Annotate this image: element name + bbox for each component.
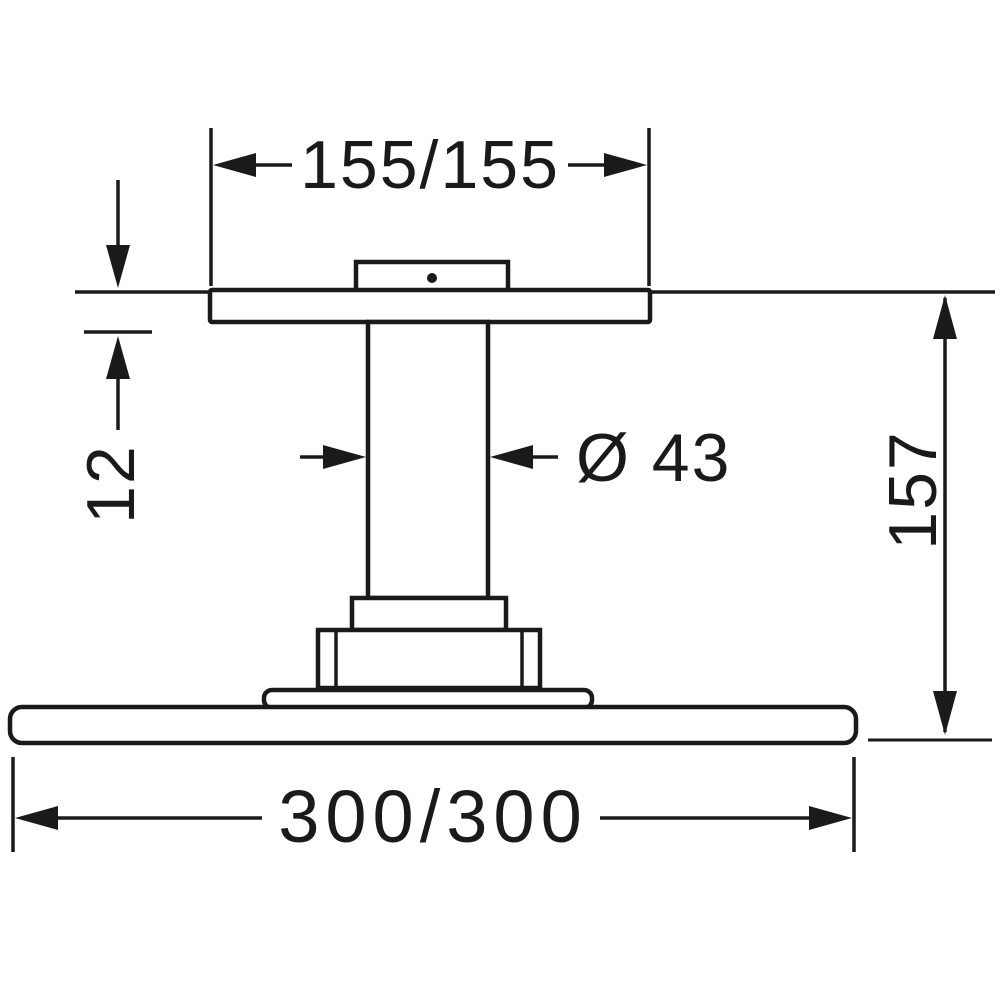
shower-arm-stem bbox=[365, 319, 491, 601]
arrowhead-bottom-left bbox=[15, 806, 58, 830]
arrowhead-down bbox=[106, 245, 130, 288]
dimension-top-width: 155/155 bbox=[209, 127, 651, 286]
dimension-label-top-width: 155/155 bbox=[300, 127, 560, 203]
arrowhead-right bbox=[604, 153, 647, 177]
dimension-head-size: 300/300 bbox=[11, 757, 856, 858]
dimension-plate-offset: 12 bbox=[73, 180, 152, 524]
dimension-label-install-height: 157 bbox=[875, 430, 951, 549]
dimension-label-plate-offset: 12 bbox=[73, 444, 149, 524]
arrowhead-left bbox=[213, 153, 256, 177]
arrowhead-up bbox=[106, 336, 130, 379]
ceiling-mounting-plate bbox=[207, 287, 653, 325]
dimension-install-height: 157 bbox=[868, 295, 992, 742]
arrowhead-left-to-stem bbox=[490, 445, 533, 469]
mounting-nut bbox=[315, 627, 543, 691]
stem-collar bbox=[349, 595, 509, 633]
dimension-label-head-size: 300/300 bbox=[278, 775, 588, 858]
arrowhead-bottom-right bbox=[809, 806, 852, 830]
connector-screw-dot bbox=[427, 273, 437, 283]
shower-head-plate bbox=[7, 704, 859, 746]
arrowhead-up-to-ceiling bbox=[933, 295, 957, 339]
arrowhead-down-to-plate bbox=[933, 691, 957, 735]
dimension-label-pipe-diameter: Ø 43 bbox=[576, 420, 731, 496]
arrowhead-right-to-stem bbox=[323, 445, 366, 469]
dimension-pipe-diameter: Ø 43 bbox=[300, 420, 731, 496]
